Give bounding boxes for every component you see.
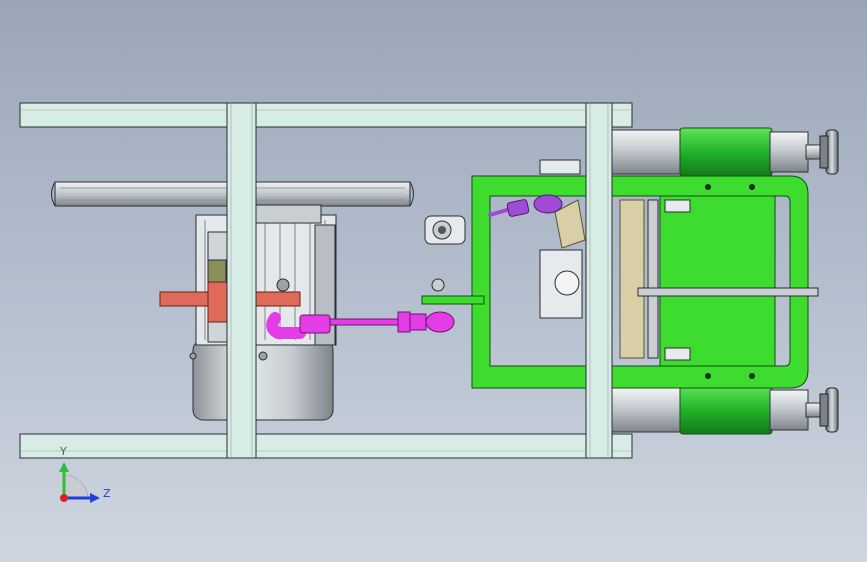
triad-z-label: Z: [103, 487, 111, 500]
lower-hydraulic-cylinder: [611, 385, 839, 435]
coordinate-triad: Y Z: [59, 445, 111, 503]
frame-post-right: [585, 102, 613, 459]
green-bracket: [471, 175, 809, 389]
main-frame: [19, 102, 633, 459]
upper-link-rod: [424, 194, 563, 245]
upper-hydraulic-cylinder: [611, 127, 839, 177]
frame-posts-left: [226, 102, 257, 459]
inner-mechanism: [539, 159, 819, 361]
drive-rod: [266, 278, 485, 339]
triad-y-label: Y: [59, 445, 67, 458]
coordinate-triad-icon: [63, 474, 89, 499]
